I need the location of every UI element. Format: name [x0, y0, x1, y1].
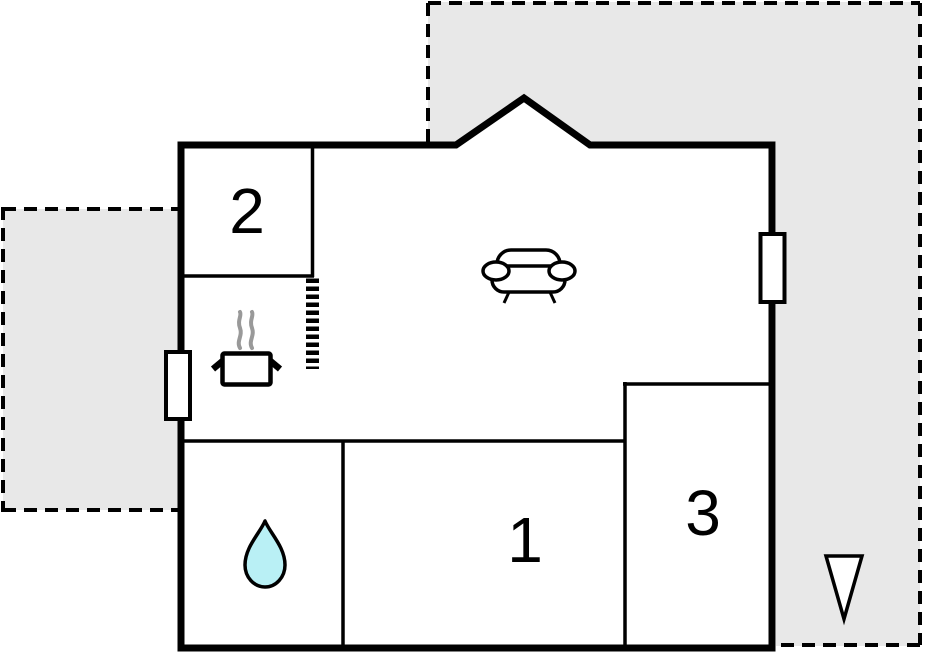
- terrace-left-fill: [3, 209, 179, 510]
- pot-body: [220, 351, 273, 387]
- sofa-armrest-left: [481, 260, 511, 282]
- terrace-top-right-fill: [428, 2, 920, 646]
- north-arrow-icon: [823, 554, 865, 626]
- room-label-1: 1: [507, 504, 543, 576]
- steam-line-right: [248, 310, 255, 350]
- interior-walls: [179, 145, 772, 648]
- sofa-icon: [481, 248, 577, 304]
- steam-line-left: [236, 310, 243, 350]
- window-right-icon: [758, 232, 787, 304]
- water-drop-icon: [243, 519, 287, 589]
- stove-steam-icon: [210, 310, 283, 387]
- room-label-2: 2: [229, 175, 265, 247]
- sofa-armrest-right: [547, 260, 577, 282]
- room-label-3: 3: [685, 477, 721, 549]
- window-left-icon: [164, 350, 192, 421]
- terrace-top-right: [426, 1, 922, 647]
- terrace-left: [1, 207, 179, 512]
